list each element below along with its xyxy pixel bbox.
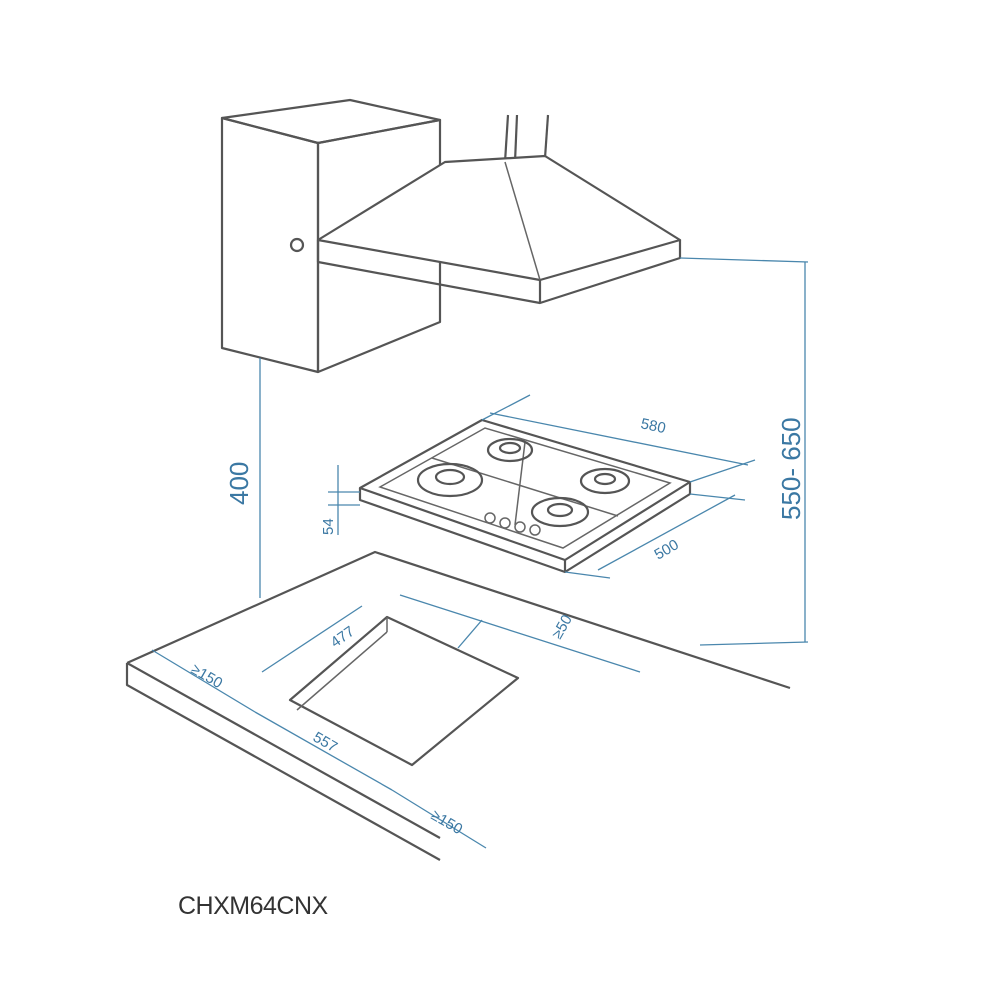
knob-icon <box>289 237 305 253</box>
dim-hob-depth: 500 <box>652 536 682 563</box>
wall-cabinet <box>220 98 442 374</box>
dim-cutout-width: 557 <box>310 729 340 756</box>
dim-hob-height: 54 <box>320 518 337 535</box>
countertop <box>125 550 791 861</box>
dim-hob-width: 580 <box>639 415 667 437</box>
gas-hob <box>358 418 692 574</box>
model-name: CHXM64CNX <box>178 892 328 920</box>
dim-min-left: ≥150 <box>188 661 225 692</box>
dim-cabinet-to-counter: 400 <box>224 462 254 505</box>
dimension-lines <box>151 257 809 849</box>
cooker-hood <box>316 114 682 305</box>
dim-hood-height: 550- 650 <box>776 417 806 520</box>
cutout <box>288 615 520 767</box>
